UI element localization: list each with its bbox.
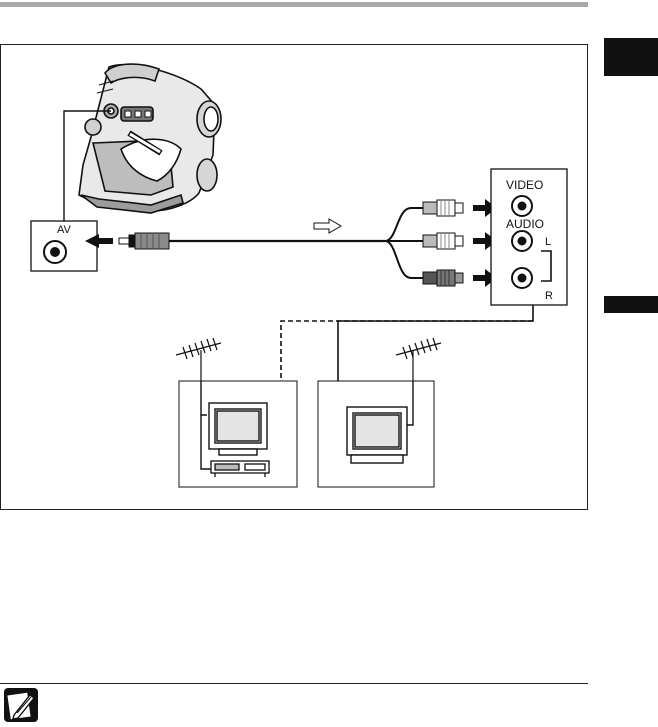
rca-plug-audio-l — [423, 233, 463, 249]
rca-plug-audio-r — [423, 270, 463, 286]
connection-diagram: AV — [0, 44, 588, 510]
pencil-note-icon — [4, 688, 38, 722]
cable-branch-audio-r — [385, 241, 423, 278]
header-rule — [0, 2, 588, 7]
audio-l-label: L — [545, 236, 551, 248]
tv-icon — [347, 407, 407, 463]
audio-r-label: R — [545, 290, 553, 302]
note-rule — [0, 683, 588, 684]
section-tab[interactable] — [604, 296, 658, 313]
camcorder-icon — [79, 64, 221, 213]
rca-plug-video — [423, 200, 463, 216]
video-label: VIDEO — [506, 178, 543, 192]
chapter-tab[interactable] — [604, 38, 658, 76]
av-label: AV — [57, 224, 72, 236]
antenna-icon — [396, 338, 441, 381]
tv-icon — [209, 403, 267, 455]
arrow-right-outline-icon — [314, 219, 341, 233]
av-plug-icon — [119, 233, 169, 249]
audio-label: AUDIO — [506, 217, 544, 231]
cable-branch-video — [385, 208, 423, 241]
antenna-icon — [176, 338, 221, 381]
